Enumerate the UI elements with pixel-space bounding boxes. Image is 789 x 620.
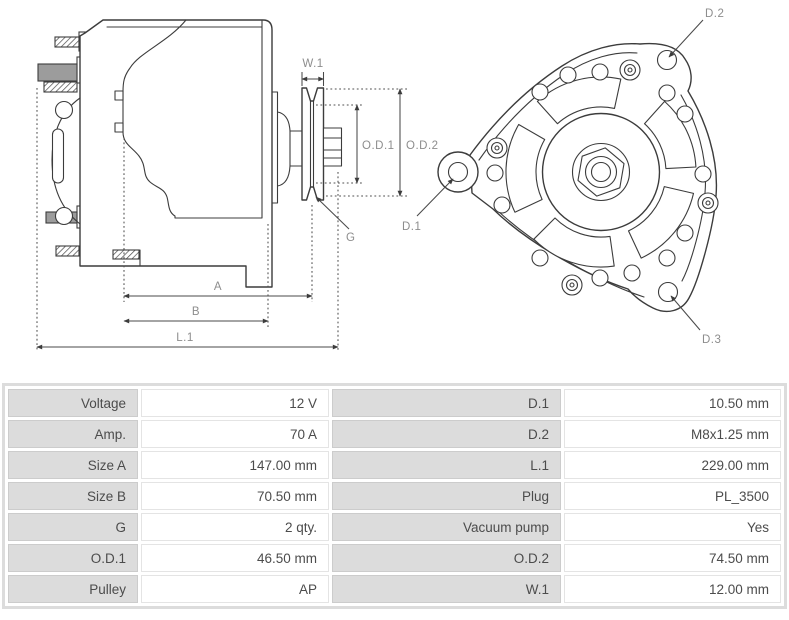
spec-table: Voltage 12 V D.1 10.50 mm Amp. 70 A D.2 …: [2, 383, 787, 609]
spec-label-vacuum-pump: Vacuum pump: [332, 513, 561, 541]
spec-label-size-a: Size A: [8, 451, 138, 479]
spec-label-l1: L.1: [332, 451, 561, 479]
spec-value-od2: 74.50 mm: [564, 544, 781, 572]
spec-label-od1: O.D.1: [8, 544, 138, 572]
spec-value-l1: 229.00 mm: [564, 451, 781, 479]
spec-label-w1: W.1: [332, 575, 561, 603]
dim-label-a: A: [214, 281, 222, 293]
spec-value-pulley: AP: [141, 575, 329, 603]
spec-value-voltage: 12 V: [141, 389, 329, 417]
technical-drawing: W.1 O.D.1 O.D.2 G A B L.1 D.1 D.2: [36, 8, 724, 352]
spec-label-plug: Plug: [332, 482, 561, 510]
spec-value-d1: 10.50 mm: [564, 389, 781, 417]
spec-value-size-b: 70.50 mm: [141, 482, 329, 510]
spec-value-d2: M8x1.25 mm: [564, 420, 781, 448]
spec-value-vacuum-pump: Yes: [564, 513, 781, 541]
dim-label-l1: L.1: [176, 332, 194, 344]
spec-value-w1: 12.00 mm: [564, 575, 781, 603]
spec-label-d1: D.1: [332, 389, 561, 417]
spec-value-g: 2 qty.: [141, 513, 329, 541]
spec-value-plug: PL_3500: [564, 482, 781, 510]
spec-value-size-a: 147.00 mm: [141, 451, 329, 479]
spec-value-od1: 46.50 mm: [141, 544, 329, 572]
alternator-front-view: [437, 42, 719, 313]
dim-label-od2: O.D.2: [406, 140, 439, 152]
dim-label-d2: D.2: [705, 8, 724, 20]
dimension-annotations: W.1 O.D.1 O.D.2 G A B L.1 D.1 D.2: [36, 8, 724, 352]
spec-label-voltage: Voltage: [8, 389, 138, 417]
spec-label-g: G: [8, 513, 138, 541]
spec-label-od2: O.D.2: [332, 544, 561, 572]
dim-label-od1: O.D.1: [362, 140, 395, 152]
through-bolts: [486, 59, 719, 296]
dim-label-w1: W.1: [302, 58, 323, 70]
dim-label-b: B: [192, 306, 200, 318]
spec-label-amp: Amp.: [8, 420, 138, 448]
alternator-side-view: [37, 19, 343, 288]
dim-label-g: G: [346, 232, 355, 244]
dim-label-d1: D.1: [402, 221, 421, 233]
dim-label-d3: D.3: [702, 334, 721, 346]
spec-label-size-b: Size B: [8, 482, 138, 510]
spec-value-amp: 70 A: [141, 420, 329, 448]
spec-label-pulley: Pulley: [8, 575, 138, 603]
vent-holes: [486, 63, 712, 287]
spec-label-d2: D.2: [332, 420, 561, 448]
